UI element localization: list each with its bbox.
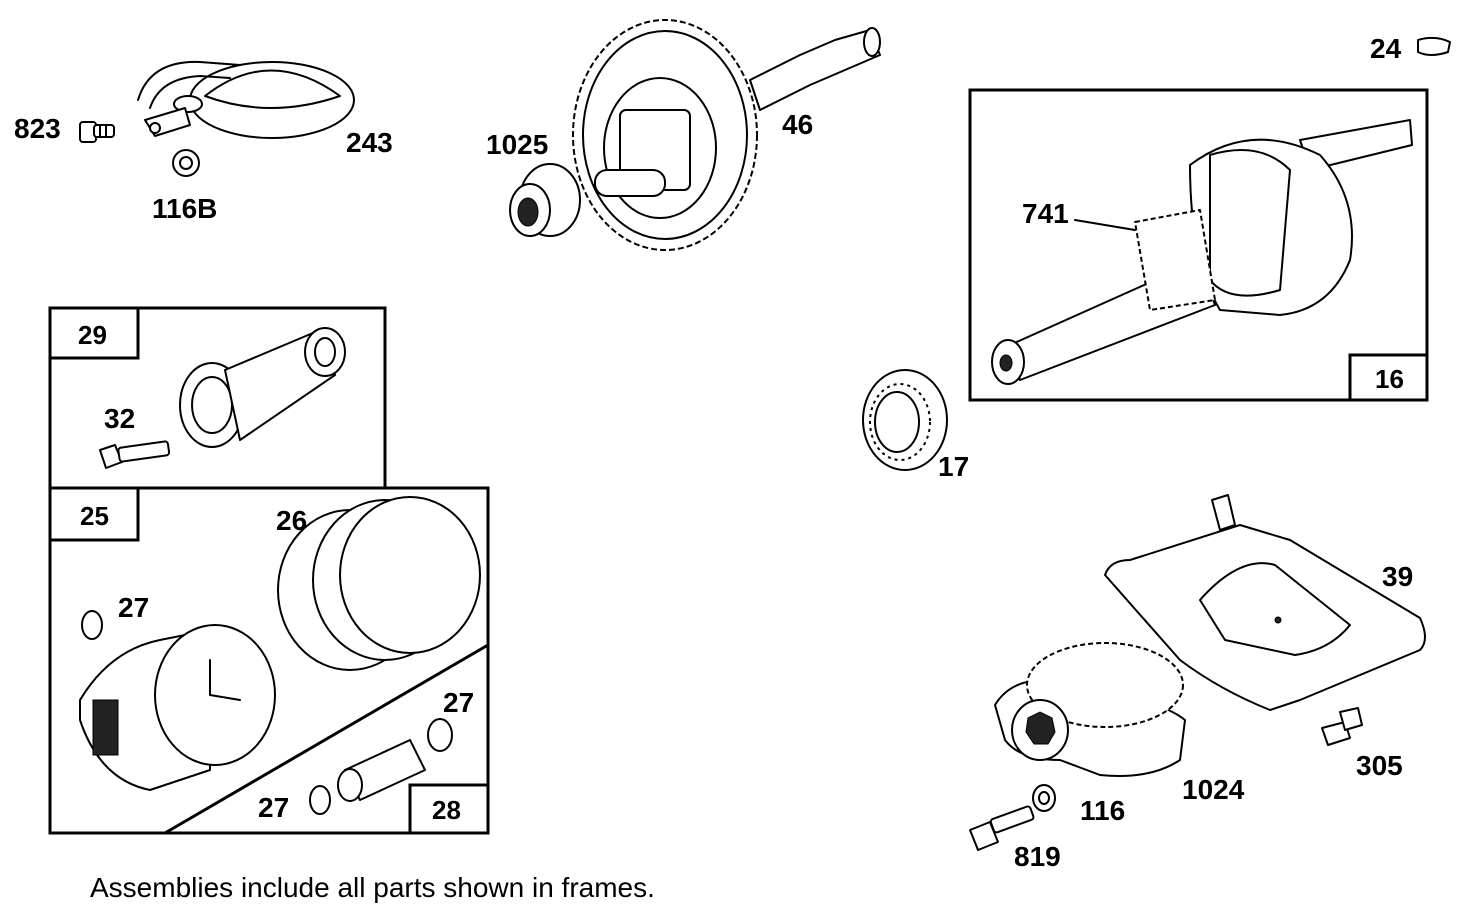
piston-frame [48, 486, 490, 835]
label-29: 29 [78, 320, 107, 350]
frame-29-tag [48, 306, 140, 360]
bearing-17-part [862, 369, 948, 471]
label-1025: 1025 [486, 129, 548, 160]
crankshaft-frame [968, 88, 1429, 402]
label-116b: 116B [152, 193, 217, 224]
washer-116b-part [172, 149, 200, 177]
key-24-part [1417, 36, 1451, 56]
crankshaft-part [991, 119, 1413, 385]
label-823: 823 [14, 113, 61, 144]
label-46: 46 [782, 109, 813, 140]
wrist-pin-part [337, 739, 426, 802]
label-741: 741 [1022, 198, 1069, 229]
frame-28-tag [408, 783, 490, 835]
connecting-rod-part [179, 327, 346, 448]
shield-39-part [1104, 494, 1426, 711]
cam-gear-part [572, 19, 881, 251]
frame-divider [164, 643, 489, 835]
label-27-right: 27 [443, 687, 474, 718]
assemblies-footnote: Assemblies include all parts shown in fr… [90, 872, 655, 903]
label-24: 24 [1370, 33, 1402, 64]
frame-25-tag [48, 486, 140, 542]
label-32: 32 [104, 403, 135, 434]
bolt-32-part [99, 440, 171, 469]
label-28: 28 [432, 795, 461, 825]
label-243: 243 [346, 127, 393, 158]
label-25: 25 [80, 501, 109, 531]
washer-116-part [1032, 784, 1056, 812]
label-26: 26 [276, 505, 307, 536]
frame-16-tag [1348, 353, 1429, 402]
label-305: 305 [1356, 750, 1403, 781]
label-16: 16 [1375, 364, 1404, 394]
label-17: 17 [938, 451, 969, 482]
label-27-bottom: 27 [258, 792, 289, 823]
oil-pump-1024-part [994, 642, 1186, 777]
label-1024: 1024 [1182, 774, 1245, 805]
screw-819-part [969, 805, 1035, 851]
label-819: 819 [1014, 841, 1061, 872]
piston-rings-26-part [277, 496, 481, 671]
retaining-rings-27 [81, 610, 453, 815]
bushing-1025-part [509, 163, 581, 237]
label-27-left: 27 [118, 592, 149, 623]
label-116: 116 [1080, 795, 1125, 826]
screw-823-part [79, 121, 115, 143]
breather-tube-part [137, 60, 355, 139]
screw-305-part [1321, 707, 1363, 746]
piston-part [79, 624, 276, 791]
label-39: 39 [1382, 561, 1413, 592]
